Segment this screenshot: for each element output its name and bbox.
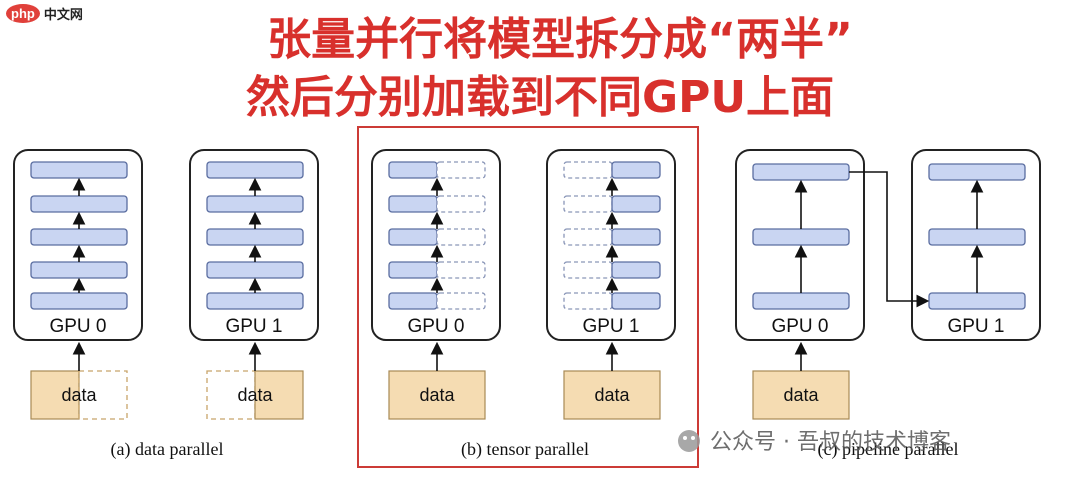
layer-half <box>388 161 438 179</box>
panel-pipeline-parallel: GPU 0 GPU 1 data (c) pipeline parallel <box>735 149 1041 460</box>
layer-half <box>388 292 438 310</box>
layer-half-missing <box>436 195 486 213</box>
title-line-1: 张量并行将模型拆分成“两半” <box>267 14 853 65</box>
panel-tensor-parallel: GPU 0 GPU 1 data data (b) tensor paralle… <box>371 149 676 460</box>
caption-data-parallel: (a) data parallel <box>111 439 224 460</box>
layer <box>30 292 128 310</box>
php-logo-badge: php <box>6 4 40 23</box>
layer <box>30 228 128 246</box>
data-box-0 <box>388 370 486 420</box>
layer <box>928 292 1026 310</box>
layer-half-missing <box>436 261 486 279</box>
layer-half-missing <box>436 161 486 179</box>
layer-half <box>611 228 661 246</box>
layer-half-missing <box>563 228 613 246</box>
caption-tensor-parallel: (b) tensor parallel <box>461 439 589 460</box>
site-name: 中文网 <box>43 8 83 23</box>
watermark-text: 公众号 · 吾叔的技术博客 <box>710 430 951 455</box>
layer <box>206 161 304 179</box>
data0-label: data <box>783 385 819 405</box>
panel-data-parallel: GPU 0 GPU 1 data data (a) data parallel <box>13 149 319 460</box>
layer-half <box>388 261 438 279</box>
layer <box>752 292 850 310</box>
data-box-0 <box>752 370 850 420</box>
watermark: 公众号 · 吾叔的技术博客 <box>678 430 951 455</box>
layer <box>30 261 128 279</box>
gpu1-label: GPU 1 <box>225 316 282 337</box>
layer-half-missing <box>563 261 613 279</box>
layer-half-missing <box>436 228 486 246</box>
wechat-icon <box>678 430 700 452</box>
layer <box>928 228 1026 246</box>
data0-label: data <box>61 385 97 405</box>
layer-half-missing <box>563 292 613 310</box>
layer-half <box>611 195 661 213</box>
parallelism-diagram: GPU 0 GPU 1 data data (a) data parallel <box>13 126 1041 468</box>
pipeline-transfer-arrow <box>849 171 930 308</box>
layer <box>30 161 128 179</box>
layer <box>206 228 304 246</box>
site-logo: php 中文网 <box>6 4 83 23</box>
layer-half <box>388 195 438 213</box>
title-line-2: 然后分别加载到不同GPU上面 <box>245 72 835 123</box>
layer <box>752 163 850 181</box>
layer-half-missing <box>563 195 613 213</box>
gpu0-label: GPU 0 <box>407 316 464 337</box>
gpu1-label: GPU 1 <box>582 316 639 337</box>
data-shard-0 <box>30 370 80 420</box>
gpu0-label: GPU 0 <box>49 316 106 337</box>
layer <box>206 292 304 310</box>
gpu0-label: GPU 0 <box>771 316 828 337</box>
data-shard-1 <box>254 370 304 420</box>
layer <box>206 261 304 279</box>
layer-half-missing <box>436 292 486 310</box>
tensor-parallel-highlight <box>357 126 699 468</box>
layer-half <box>388 228 438 246</box>
gpu1-label: GPU 1 <box>947 316 1004 337</box>
data-box-1 <box>563 370 661 420</box>
layer <box>206 195 304 213</box>
layer-half <box>611 292 661 310</box>
layer-half-missing <box>563 161 613 179</box>
layer <box>30 195 128 213</box>
layer-half <box>611 161 661 179</box>
layer-half <box>611 261 661 279</box>
layer <box>928 163 1026 181</box>
data1-label: data <box>237 385 273 405</box>
layer <box>752 228 850 246</box>
data-missing-0 <box>78 370 128 420</box>
data1-label: data <box>594 385 630 405</box>
data0-label: data <box>419 385 455 405</box>
caption-pipeline-parallel: (c) pipeline parallel <box>818 439 959 460</box>
